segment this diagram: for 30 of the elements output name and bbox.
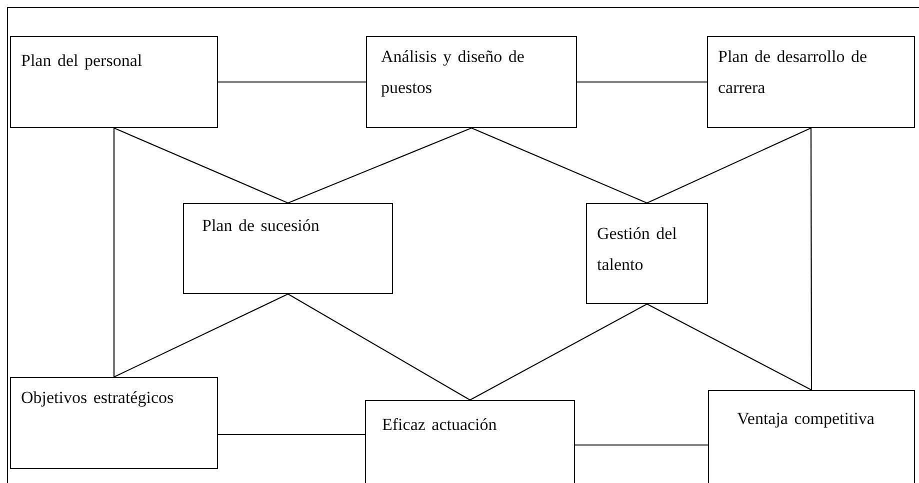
process-box [366,36,577,128]
process-box [183,203,393,294]
process-box [586,203,708,304]
connector-line [113,128,115,377]
connector-line [575,444,708,446]
box-label: Análisis y diseño de puestos [381,46,526,99]
box-label: Plan de desarrollo de carrera [718,46,868,99]
connector-line [646,304,812,390]
connector-line [471,128,648,204]
box-label: Eficaz actuación [382,414,498,436]
connector-line [646,128,812,204]
connector-line [470,304,648,400]
box-label: Plan del personal [21,50,144,72]
connector-line [288,128,472,204]
process-box [707,36,915,128]
box-label: Objetivos estratégicos [21,387,175,409]
connector-line [810,128,812,390]
process-box [10,377,218,469]
connector-line [114,294,288,378]
connector-line [288,294,470,400]
process-box [708,390,915,483]
box-label: Plan de sucesión [202,215,320,237]
process-box [365,400,575,483]
connector-line [218,81,366,83]
connector-line [218,434,365,436]
box-label: Ventaja competitiva [737,408,876,430]
connector-line [114,128,288,204]
process-box [10,36,218,128]
connector-line [577,81,707,83]
box-label: Gestión del talento [597,223,678,276]
